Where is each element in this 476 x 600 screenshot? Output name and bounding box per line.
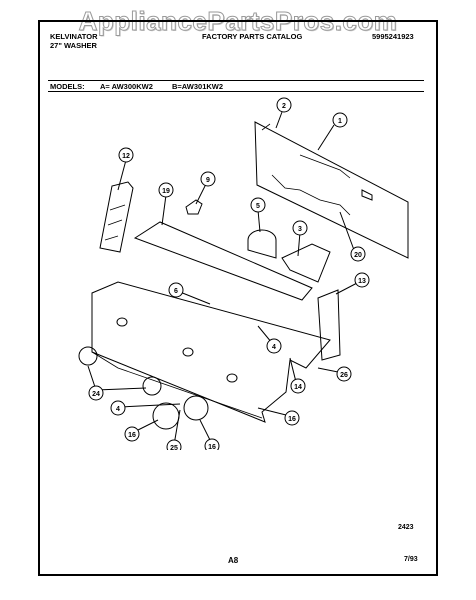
control-bracket [99,181,134,253]
catalog-date: 7/93 [404,556,418,563]
back-panel [254,121,409,259]
callout-26-label: 26 [340,372,348,379]
models-label: MODELS: [50,82,85,91]
leader-9 [195,183,207,205]
callout-9: 9 [200,171,216,187]
console-rail [133,221,313,301]
console-panel [91,281,331,423]
callout-4-lower: 4 [110,400,126,416]
console-end-cap [317,289,341,361]
callout-6: 6 [168,282,184,298]
callout-5: 5 [250,197,266,213]
panel-tab [361,189,373,201]
catalog-page-frame [38,20,438,576]
knob-opening-left [116,317,128,327]
product-name: 27" WASHER [50,41,97,50]
leader-6 [179,291,211,305]
callout-16-right: 16 [204,438,220,450]
leader-12 [117,159,127,191]
leader-2 [275,111,283,129]
leader-26 [317,367,339,373]
callout-16-left-label: 16 [128,432,136,439]
callout-19-label: 19 [162,188,170,195]
callout-12: 12 [118,147,134,163]
callout-3-label: 3 [298,226,302,233]
callout-1-label: 1 [338,118,342,125]
exploded-parts-diagram: 2 1 12 19 9 5 3 20 13 6 4 14 26 24 4 16 … [78,97,409,450]
callout-26: 26 [336,366,352,382]
callout-25: 25 [166,439,182,450]
callout-13-label: 13 [358,278,366,285]
callout-20-label: 20 [354,252,362,259]
timer [247,229,277,259]
callout-4-upper-label: 4 [272,344,276,351]
brand-name: KELVINATOR [50,32,98,41]
callout-2: 2 [276,97,292,113]
console-panel-bottom-edge [91,351,263,419]
knob-opening-center [182,347,194,357]
leader-1 [317,124,335,151]
knob-16-left [152,402,180,430]
callout-4-upper: 4 [266,338,282,354]
model-a: A= AW300KW2 [100,82,153,91]
callout-24: 24 [88,385,104,401]
callout-1: 1 [332,112,348,128]
leader-20 [339,211,355,251]
knob-24-center [142,376,162,396]
wire-harness [271,174,351,216]
callout-14: 14 [290,378,306,394]
callout-2-label: 2 [282,103,286,110]
callout-14-label: 14 [294,384,302,391]
callout-20: 20 [350,246,366,262]
leader-25 [173,409,181,446]
leader-19 [161,194,167,226]
page-code: 2423 [398,524,414,531]
callout-16-right-label: 16 [208,444,216,450]
callout-13: 13 [354,272,370,288]
knob-24-left [78,346,98,366]
callout-5-label: 5 [256,203,260,210]
callout-3: 3 [292,220,308,236]
leader-5 [257,209,261,233]
knob-16-right [183,395,209,421]
callout-16-left: 16 [124,426,140,442]
leader-4-lower [119,403,181,408]
leader-13 [335,281,360,295]
section-code: A8 [228,556,239,565]
timer-bracket [281,243,331,283]
catalog-number: 5995241923 [372,32,414,41]
leader-18 [257,407,291,417]
callout-19: 19 [158,182,174,198]
knob-opening-right [226,373,238,383]
catalog-title: FACTORY PARTS CATALOG [202,32,303,41]
callout-6-label: 6 [174,288,178,295]
leader-14 [289,357,297,383]
model-b: B=AW301KW2 [172,82,224,91]
back-panel-wiring [261,123,351,179]
callout-24-label: 24 [92,391,100,398]
control-switch [185,199,203,215]
leader-3 [297,231,301,257]
callout-12-label: 12 [122,153,130,160]
header-rule-bottom [48,91,424,92]
callout-9-label: 9 [206,177,210,184]
callout-18: 16 [284,410,300,426]
header-rule-top [48,80,424,81]
callout-25-label: 25 [170,445,178,450]
callout-4-lower-label: 4 [116,406,120,413]
bracket-detail [104,204,126,241]
callout-18-label: 16 [288,416,296,423]
